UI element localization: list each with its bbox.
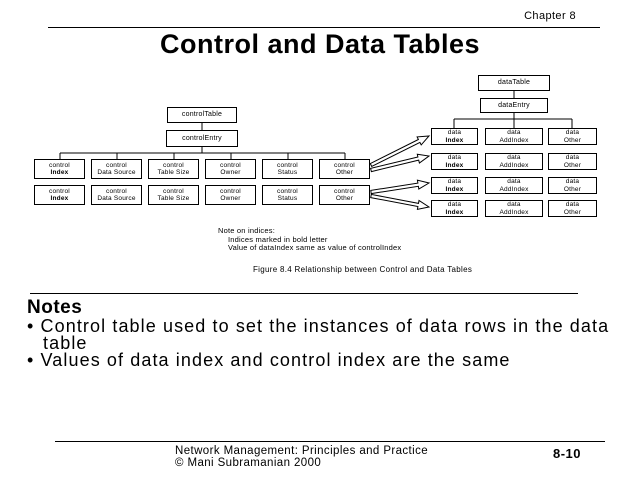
control-table-box: controlTable xyxy=(167,107,237,123)
figure-caption: Figure 8.4 Relationship between Control … xyxy=(253,265,473,274)
control-to-data-arrow xyxy=(370,193,431,211)
header-divider xyxy=(48,27,600,28)
data-table-box: dataTable xyxy=(478,75,550,91)
control-entry-box: controlEntry xyxy=(166,130,238,147)
footer-divider xyxy=(55,441,605,442)
footer-credits: Network Management: Principles and Pract… xyxy=(175,445,428,469)
footer-copyright: © Mani Subramanian 2000 xyxy=(175,457,322,469)
footer-book-title: Network Management: Principles and Pract… xyxy=(175,445,429,457)
notes-list: Control table used to set the instances … xyxy=(27,317,625,369)
notes-bullet: Control table used to set the instances … xyxy=(27,317,625,352)
notes-divider xyxy=(30,293,578,294)
notes-bullet: Values of data index and control index a… xyxy=(27,351,625,369)
note-title: Note on indices: xyxy=(218,226,275,235)
page-number: 8-10 xyxy=(553,446,582,461)
note-line: Value of dataIndex same as value of cont… xyxy=(228,243,402,252)
chapter-label: Chapter 8 xyxy=(524,10,576,22)
control-to-data-arrow xyxy=(369,135,431,168)
note-on-indices: Note on indices: Indices marked in bold … xyxy=(218,226,402,253)
page-title: Control and Data Tables xyxy=(159,29,481,59)
control-to-data-arrow xyxy=(369,153,431,173)
data-entry-box: dataEntry xyxy=(480,98,548,113)
notes-heading: Notes xyxy=(27,297,83,318)
note-line: Indices marked in bold letter xyxy=(228,234,328,244)
control-to-data-arrow xyxy=(370,179,431,195)
